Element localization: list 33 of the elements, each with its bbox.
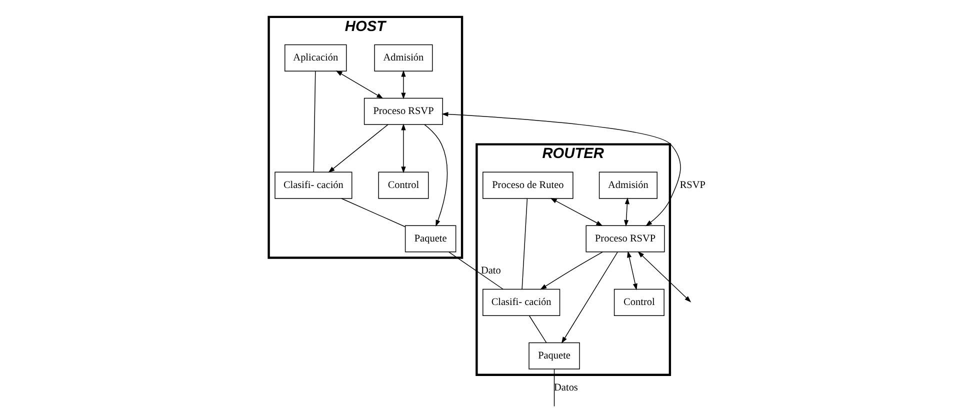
- arrow: [424, 124, 448, 227]
- arrow: [400, 70, 406, 100]
- node-box: Paquete: [528, 342, 580, 370]
- arrow: [550, 198, 602, 226]
- arrow: [624, 198, 629, 227]
- node-box: Control: [378, 172, 428, 199]
- arrow: [335, 70, 383, 99]
- node-box: Proceso RSVP: [363, 98, 442, 125]
- edge-label: Datos: [554, 382, 578, 394]
- connector: [340, 198, 405, 228]
- arrow: [441, 112, 680, 226]
- arrow: [400, 124, 406, 174]
- arrow: [540, 252, 602, 290]
- arrow: [328, 124, 388, 173]
- node-box: Admisión: [598, 172, 657, 199]
- node-box: Proceso de Ruteo: [482, 172, 573, 199]
- connector: [312, 70, 316, 172]
- arrow: [626, 251, 637, 290]
- arrow: [637, 251, 691, 302]
- node-box: Aplicación: [284, 44, 346, 72]
- node-box: Paquete: [404, 225, 456, 252]
- node-box: Clasifi- cación: [274, 172, 352, 199]
- edge-label: Dato: [480, 265, 500, 276]
- connector: [521, 198, 528, 290]
- connector: [553, 368, 554, 407]
- node-box: Control: [613, 288, 664, 316]
- arrow: [560, 252, 618, 344]
- edge-label: RSVP: [679, 180, 705, 192]
- node-box: Clasifi- cación: [482, 288, 560, 316]
- connector: [528, 315, 546, 344]
- connector: [448, 252, 503, 290]
- node-box: Proceso RSVP: [585, 225, 664, 252]
- node-box: Admisión: [374, 44, 432, 72]
